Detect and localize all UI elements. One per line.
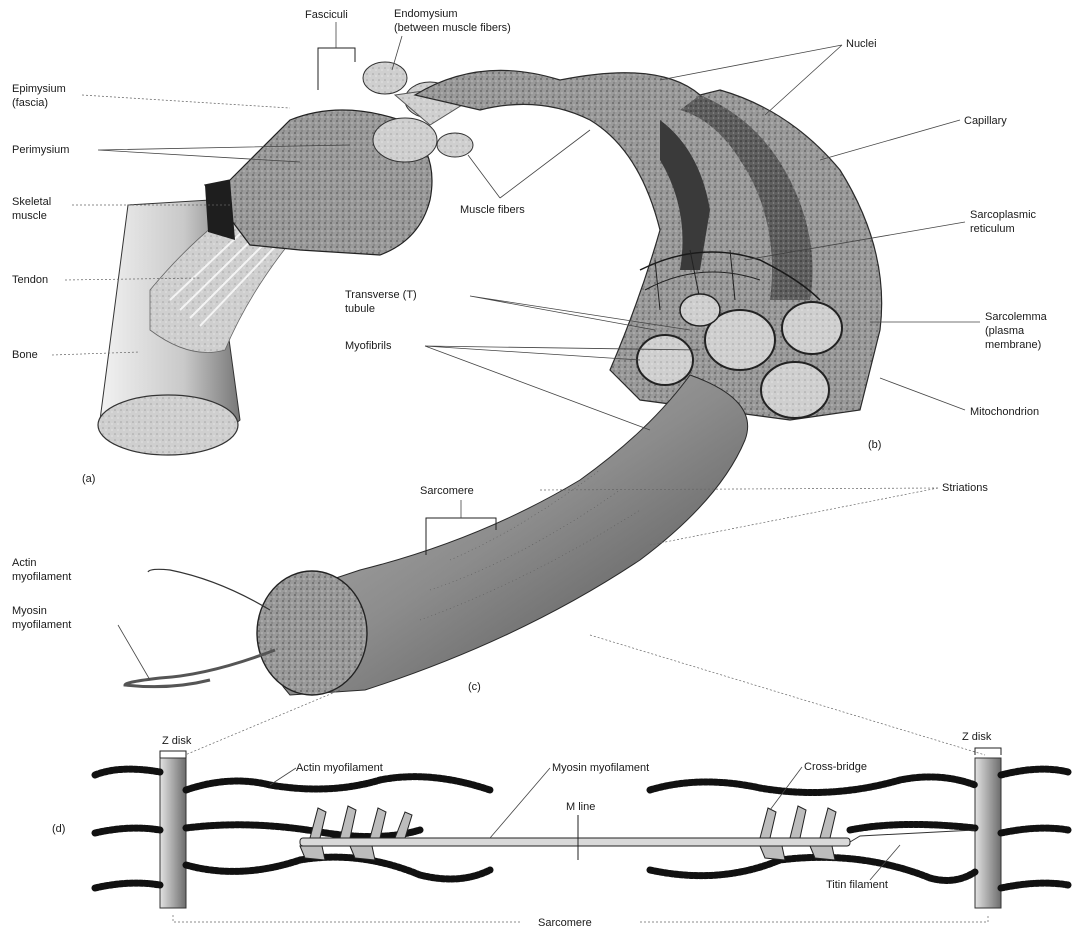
label-sarcoplasmic-reticulum: Sarcoplasmic [970,209,1037,221]
label-tendon: Tendon [12,274,48,286]
label-myosin-myofilament-c-2: myofilament [12,619,71,631]
bone-cross-section [98,395,238,455]
label-myosin-myofilament-c: Myosin [12,605,47,617]
label-capillary: Capillary [964,115,1007,127]
panel-d-sarcomere: (d) Z disk Z disk [52,731,1068,929]
muscle-fiber-illustration: (b) (c) [125,70,882,695]
label-sarcomere-d: Sarcomere [538,917,592,929]
label-actin-myofilament-d: Actin myofilament [296,762,383,774]
panel-d-label: (d) [52,823,65,835]
label-skeletal-muscle-2: muscle [12,210,47,222]
label-epimysium-note: (fascia) [12,97,48,109]
label-actin-myofilament-c: Actin [12,557,36,569]
label-sarcomere-c: Sarcomere [420,485,474,497]
panel-b-label: (b) [868,439,881,451]
label-m-line: M line [566,801,595,813]
label-t-tubule-2: tubule [345,303,375,315]
label-z-disk-right: Z disk [962,731,992,743]
panel-a-label: (a) [82,473,95,485]
panel-a-illustration: (a) [82,62,473,485]
titin-filament [850,830,975,842]
myosin-thick-filament [300,838,850,846]
z-disk-left [160,758,186,908]
label-bone: Bone [12,349,38,361]
label-z-disk-left: Z disk [162,735,192,747]
label-fasciculi: Fasciculi [305,9,348,21]
label-sarcolemma-2: (plasma [985,325,1025,337]
label-endomysium-note: (between muscle fibers) [394,22,511,34]
label-endomysium: Endomysium [394,8,458,20]
label-sarcoplasmic-reticulum-2: reticulum [970,223,1015,235]
myofibril-end-face [257,571,367,695]
label-t-tubule: Transverse (T) [345,289,417,301]
label-cross-bridge: Cross-bridge [804,761,867,773]
myosin-strand [125,650,275,687]
actin-strand [148,569,270,610]
label-mitochondrion: Mitochondrion [970,406,1039,418]
label-perimysium: Perimysium [12,144,69,156]
label-nuclei: Nuclei [846,38,877,50]
label-sarcolemma-3: membrane) [985,339,1041,351]
label-myofibrils: Myofibrils [345,340,392,352]
cross-bridges [300,806,836,860]
label-titin-filament: Titin filament [826,879,888,891]
panel-c-label: (c) [468,681,481,693]
label-skeletal-muscle: Skeletal [12,196,51,208]
label-sarcolemma: Sarcolemma [985,311,1048,323]
label-actin-myofilament-c-2: myofilament [12,571,71,583]
label-myosin-myofilament-d: Myosin myofilament [552,762,649,774]
actin-filaments [95,769,1068,888]
label-muscle-fibers: Muscle fibers [460,204,525,216]
label-striations: Striations [942,482,988,494]
z-disk-right [975,758,1001,908]
label-epimysium: Epimysium [12,83,66,95]
